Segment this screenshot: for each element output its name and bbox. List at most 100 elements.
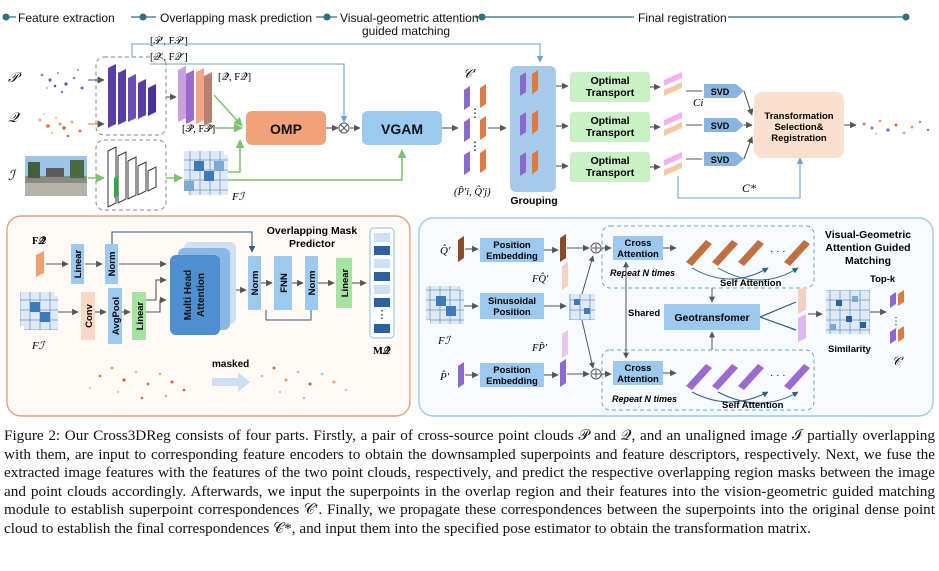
svg-text:Optimal: Optimal	[590, 115, 629, 127]
stage-timeline: Feature extraction Overlapping mask pred…	[2, 9, 910, 38]
omp-f-q-hat: F𝒬̂	[32, 234, 47, 247]
vgam-output-pairs: ⋮	[890, 290, 904, 344]
svg-text:Transformation: Transformation	[764, 111, 833, 122]
optimal-transport-2: Optimal Transport	[556, 112, 650, 142]
omp-block: OMP	[246, 111, 326, 145]
svg-text:SVD: SVD	[711, 155, 730, 165]
c-i-label: Ci	[693, 97, 703, 109]
svg-text:Cross: Cross	[625, 363, 652, 374]
svg-text:Self Attention: Self Attention	[722, 400, 784, 411]
vgam-label: VGAM	[381, 121, 423, 137]
figure-caption: Figure 2: Our Cross3DReg consists of fou…	[4, 427, 935, 537]
stage-vga-matching-line1: Visual-geometric attention	[340, 11, 479, 25]
c-star-label: C*	[742, 181, 756, 195]
geotransformer-label: Geotransfomer	[674, 312, 749, 324]
similarity-matrix	[826, 290, 870, 334]
svg-text:Embedding: Embedding	[486, 251, 538, 262]
svg-text:FNN: FNN	[279, 273, 290, 293]
point-features	[178, 66, 212, 126]
stage-final-registration: Final registration	[638, 11, 727, 25]
c-prime-label: 𝒞′	[463, 66, 476, 81]
svg-text:Norm: Norm	[250, 271, 261, 296]
svg-text:Transport: Transport	[586, 167, 635, 179]
svg-text:SVD: SVD	[711, 87, 730, 97]
stage-overlap-mask: Overlapping mask prediction	[160, 11, 312, 25]
point-cloud-p	[40, 68, 84, 94]
svg-text:Repeat N times: Repeat N times	[610, 268, 675, 278]
svg-text:AvgPool: AvgPool	[111, 297, 122, 335]
svg-text:Position: Position	[493, 240, 531, 251]
p-prime-feature-label: [𝒫′, F𝒫′]	[150, 35, 188, 47]
vgam-f-p: FP̂′	[531, 341, 548, 354]
q-prime-feature-label: [𝒬′, F𝒬′]	[150, 51, 188, 63]
stage-feature-extraction: Feature extraction	[18, 11, 115, 25]
omp-label: OMP	[270, 121, 302, 137]
omp-panel: Overlapping Mask Predictor F𝒬̂ Linear No…	[6, 215, 411, 417]
pair-label: (P̂′i, Q̂′j)	[454, 185, 491, 198]
svd-blocks: SVD SVD SVD	[686, 84, 754, 166]
svg-text:Transport: Transport	[586, 127, 635, 139]
input-p-label: 𝒫	[8, 71, 22, 86]
similarity-label: Similarity	[828, 344, 871, 355]
svg-text:Position: Position	[493, 365, 531, 376]
input-q-label: 𝒬	[8, 111, 20, 126]
svg-text:Visual-Geometric: Visual-Geometric	[825, 229, 911, 241]
grouping-label: Grouping	[510, 195, 557, 207]
vgam-block: VGAM	[362, 111, 442, 145]
svg-text:Attention Guided: Attention Guided	[825, 242, 910, 254]
image-encoder	[95, 139, 167, 211]
svg-text:Embedding: Embedding	[486, 376, 538, 387]
svg-text:Self Attention: Self Attention	[720, 278, 782, 289]
input-i-label: ℐ	[8, 169, 17, 184]
grouping-block: Grouping	[510, 66, 558, 207]
self-attention-bottom: · · · Self Attention	[686, 364, 810, 411]
superpoint-pairs: ⋮ ⋮	[464, 84, 486, 175]
masked-label: masked	[212, 359, 249, 370]
svg-text:Position: Position	[493, 307, 531, 318]
svg-text:⋮: ⋮	[469, 139, 481, 153]
point-encoder	[95, 56, 167, 136]
svg-text:Attention: Attention	[617, 249, 659, 260]
svg-text:Linear: Linear	[73, 249, 84, 278]
point-cloud-q	[38, 112, 82, 138]
optimal-transport-1: Optimal Transport	[556, 72, 650, 102]
dense-correspondences: Ci	[650, 72, 703, 176]
svg-text:⋮: ⋮	[377, 309, 388, 321]
svg-text:Attention: Attention	[196, 273, 207, 317]
vgam-f-q: FQ̂′	[531, 272, 549, 285]
stage-vga-matching-line2: guided matching	[362, 24, 450, 38]
self-attention-top: · · · Self Attention	[686, 240, 810, 289]
masked-example: masked	[88, 359, 348, 400]
vgam-f-i: Fℐ	[437, 335, 452, 347]
inputs: 𝒫 𝒬 ℐ	[8, 68, 87, 196]
svg-text:· · ·: · · ·	[770, 246, 786, 257]
shared-label: Shared	[628, 308, 660, 319]
q-hat-feature-label: [𝒬̂, F𝒬̂]	[218, 71, 251, 83]
svg-text:Registration: Registration	[771, 133, 827, 144]
vgam-q-hat: Q̂′	[440, 244, 451, 257]
svg-text:· · ·: · · ·	[770, 370, 786, 381]
svg-text:Selection&: Selection&	[774, 122, 823, 133]
svg-text:Attention: Attention	[617, 374, 659, 385]
svg-text:Overlapping Mask: Overlapping Mask	[267, 225, 358, 237]
pipeline-diagram: Feature extraction Overlapping mask pred…	[2, 9, 934, 417]
registration-block: Transformation Selection& Registration	[754, 92, 844, 158]
vgam-p-hat: P̂′	[439, 370, 450, 383]
svg-text:Predictor: Predictor	[289, 238, 335, 250]
svg-text:SVD: SVD	[711, 121, 730, 131]
svg-text:Transport: Transport	[586, 87, 635, 99]
registered-point-cloud	[862, 119, 930, 136]
input-image	[25, 156, 87, 196]
vgam-c-prime: 𝒞′	[892, 354, 904, 368]
optimal-transport-3: Optimal Transport	[556, 152, 650, 182]
svg-text:Linear: Linear	[135, 301, 146, 330]
f-i-label: Fℐ	[231, 191, 246, 203]
svg-text:Norm: Norm	[107, 252, 118, 277]
svg-text:Cross: Cross	[625, 238, 652, 249]
svg-text:⋮: ⋮	[469, 106, 481, 120]
svg-text:Norm: Norm	[307, 271, 318, 296]
svg-text:Repeat N times: Repeat N times	[612, 394, 677, 404]
svg-text:Optimal: Optimal	[590, 75, 629, 87]
m-q-label: M𝒬̂	[373, 344, 391, 357]
svg-text:⋮: ⋮	[891, 316, 901, 327]
